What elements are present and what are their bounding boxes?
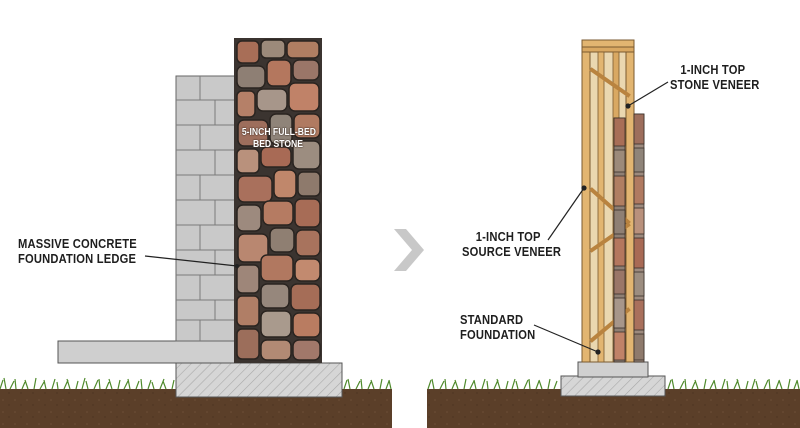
full-bed-stone-column (234, 38, 322, 363)
standard-foundation-footing (560, 375, 666, 397)
left-diagram (0, 38, 392, 428)
stone-label: 5-INCH FULL-BED BED STONE (241, 127, 316, 151)
ledge-label: MASSIVE CONCRETE FOUNDATION LEDGE (18, 236, 137, 266)
thin-stone-veneer (613, 113, 645, 363)
foundation-ledge-slab (57, 340, 239, 364)
chevron-right-icon (394, 229, 424, 271)
stone-label-line1: 5-INCH FULL-BED (241, 127, 316, 138)
top-veneer-label: 1-INCH TOP STONE VENEER (670, 62, 759, 92)
top-veneer-line2: STONE VENEER (670, 77, 760, 92)
concrete-foundation-left (175, 362, 343, 398)
foundation-label: STANDARD FOUNDATION (460, 312, 535, 342)
right-leader-lines (533, 81, 669, 355)
right-diagram (427, 39, 800, 428)
ledge-label-line1: MASSIVE CONCRETE (18, 236, 137, 251)
source-veneer-line1: 1-INCH TOP (475, 229, 541, 244)
concrete-block-wall (175, 75, 237, 342)
top-veneer-line1: 1-INCH TOP (680, 62, 746, 77)
foundation-line2: FOUNDATION (460, 327, 536, 342)
grass-left (0, 377, 392, 390)
grass-right (427, 378, 800, 390)
ledge-label-line2: FOUNDATION LEDGE (18, 251, 137, 266)
ledge-leader-dot (235, 264, 239, 268)
wood-frame-wall (581, 39, 635, 363)
source-veneer-label: 1-INCH TOP SOURCE VENEER (462, 229, 561, 259)
foundation-line1: STANDARD (460, 312, 524, 327)
stone-label-line2: BED STONE (252, 139, 304, 150)
standard-foundation-stem (577, 361, 649, 378)
source-veneer-line2: SOURCE VENEER (462, 244, 562, 259)
ledge-leader-line (144, 255, 238, 267)
